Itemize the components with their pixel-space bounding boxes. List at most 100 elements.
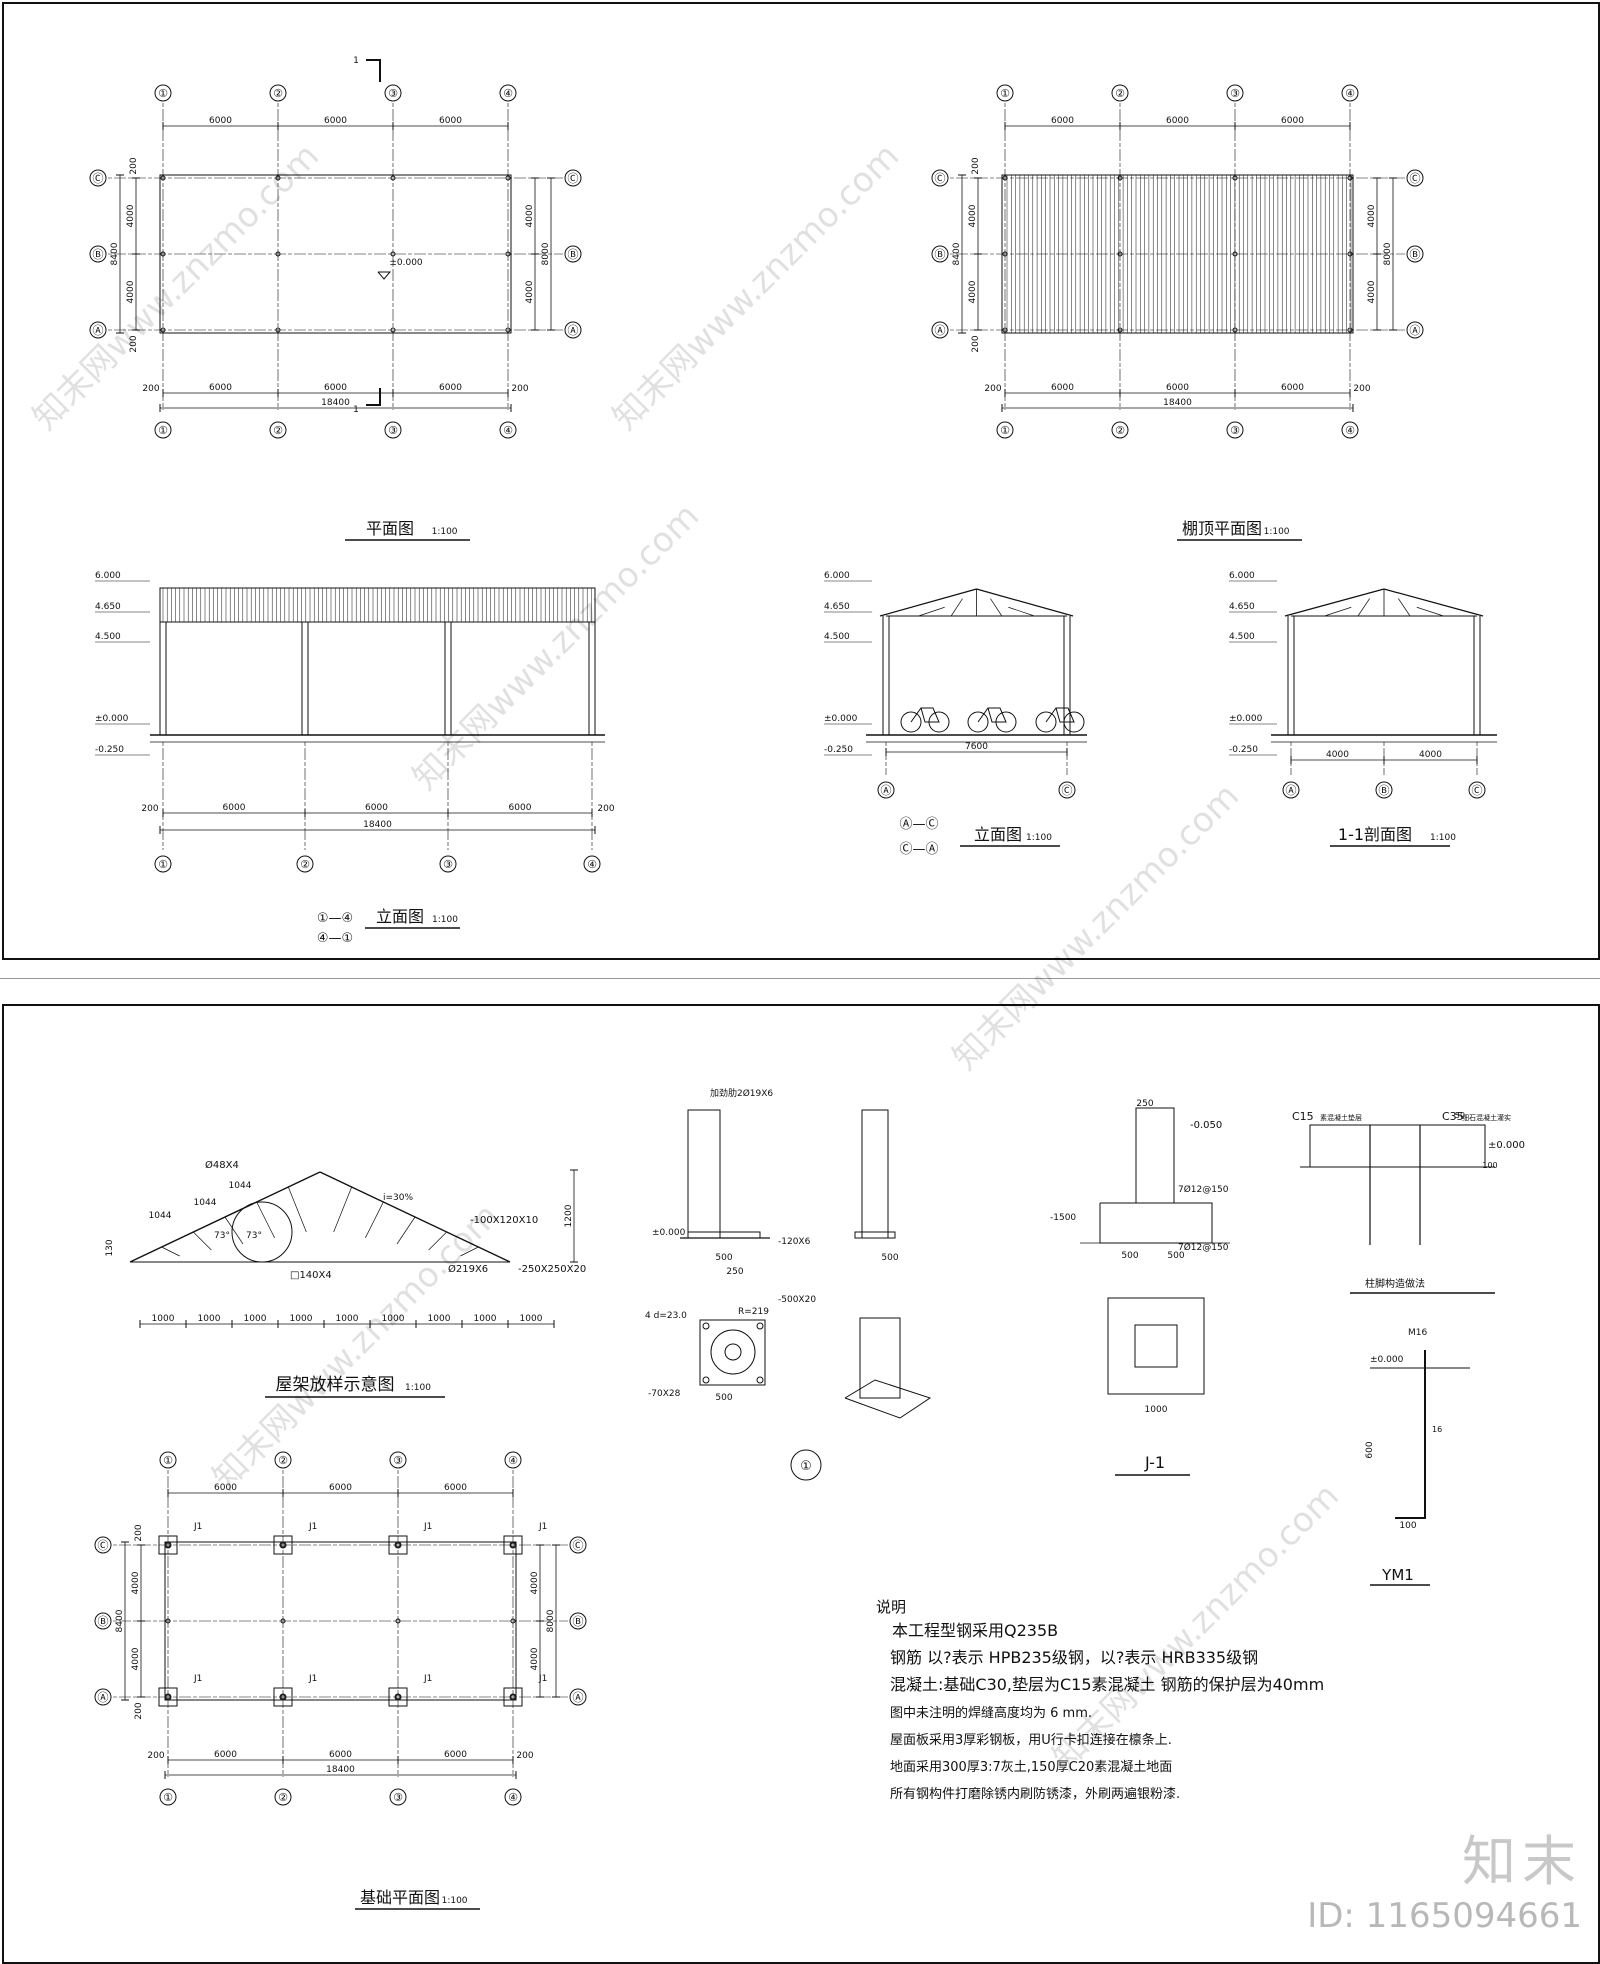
dim-text: 200 [597, 804, 614, 814]
grid-label: ③ [393, 1791, 403, 1804]
sheet-separator [0, 978, 1600, 979]
dim-text: 6000 [1051, 383, 1074, 393]
grid-bubble [1111, 84, 1129, 102]
detail-label: -70X28 [648, 1389, 681, 1399]
grid-bubble [269, 421, 287, 439]
footing-box [273, 1687, 293, 1707]
grid-bubble [931, 245, 949, 263]
dim-text: 4000 [1326, 750, 1349, 760]
grid-label: ③ [1230, 424, 1240, 437]
column-dot [165, 1694, 171, 1700]
dim-text: 18400 [321, 398, 350, 408]
level-text: ±0.000 [1370, 1355, 1404, 1365]
grid-label: Ⓐ [98, 1691, 109, 1704]
dim-text: 1000 [382, 1314, 405, 1324]
footing-box [388, 1535, 408, 1555]
grid-label: ② [278, 1791, 288, 1804]
dim-text: 200 [147, 1751, 164, 1761]
grid-label: ① [158, 858, 168, 871]
column-dot [1347, 327, 1353, 333]
detail-label: 加劲肋2Ø19X6 [710, 1087, 773, 1099]
slab-section [1309, 1124, 1486, 1168]
dim-text: 200 [516, 1751, 533, 1761]
column-mark [164, 1693, 172, 1701]
footing-tag: J1 [538, 1522, 547, 1532]
truss-web [396, 1216, 416, 1245]
drawing-scale: 1:100 [405, 1383, 431, 1393]
column-dot [505, 327, 511, 333]
drawing-scale: 1:100 [1264, 527, 1290, 537]
drawing-title: YM1 [1381, 1566, 1414, 1584]
dim-text: 200 [1353, 384, 1370, 394]
truss-label: Ø219X6 [448, 1263, 488, 1275]
drawing-scale: 1:100 [1026, 833, 1052, 843]
dim-text: 200 [511, 384, 528, 394]
grid-label: Ⓐ [93, 324, 104, 337]
concrete-label: C15 [1292, 1110, 1314, 1123]
grid-label: ② [273, 87, 283, 100]
grid-bubble [1341, 84, 1359, 102]
section-mark: 1 [353, 405, 359, 415]
column-dot [1002, 251, 1008, 257]
dim-text: 6000 [439, 116, 462, 126]
dim-text: 1044 [229, 1181, 252, 1191]
grid-label: ③ [443, 858, 453, 871]
column-dot [165, 1542, 171, 1548]
watermark-id: ID: 1165094661 [1307, 1896, 1582, 1936]
column-dot [1002, 175, 1008, 181]
truss-web [224, 1216, 244, 1245]
base-plate [687, 1231, 761, 1239]
grid-label: ① [158, 424, 168, 437]
dim-text: 4000 [1367, 280, 1377, 303]
dim-text: 6000 [1166, 383, 1189, 393]
concrete-label: 素混凝土垫层 [1320, 1113, 1362, 1122]
truss-web [1416, 606, 1444, 617]
plan-outline [159, 174, 512, 334]
grid-label: Ⓒ [935, 172, 946, 185]
dim-text: 4000 [525, 280, 535, 303]
grid-label: Ⓒ [1410, 172, 1421, 185]
grid-bubble [154, 855, 172, 873]
dim-text: 6000 [214, 1750, 237, 1760]
dim-text: 250 [726, 1267, 743, 1277]
column-mark [279, 1541, 287, 1549]
notes-line: 混凝土:基础C30,垫层为C15素混凝土 钢筋的保护层为40mm [890, 1675, 1324, 1694]
plate-plan [699, 1319, 766, 1386]
dim-text: 1200 [564, 1204, 574, 1227]
dim-text: 7600 [965, 742, 988, 752]
truss-web [333, 1186, 352, 1233]
dim-text: 500 [1167, 1251, 1184, 1261]
grid-bubble [1406, 169, 1424, 187]
grid-label: Ⓐ [881, 784, 892, 797]
grid-bubble [94, 1612, 112, 1630]
drawing-title: 柱脚构造做法 [1365, 1277, 1425, 1290]
column-dot [275, 251, 281, 257]
dim-text: 4000 [530, 1647, 540, 1670]
grid-bubble [504, 1451, 522, 1469]
detail-label: -500X20 [778, 1295, 816, 1305]
grid-label: ② [273, 424, 283, 437]
column-inner [724, 1343, 742, 1361]
column-dot [510, 1542, 516, 1548]
grid-bubble [996, 421, 1014, 439]
drawing-sheet-bottom [2, 1004, 1600, 1964]
dim-text: 6000 [214, 1483, 237, 1493]
grid-bubble [94, 1536, 112, 1554]
dim-text: 8400 [110, 242, 120, 265]
truss-web [428, 1231, 447, 1251]
grid-label: Ⓑ [98, 1615, 109, 1628]
grid-bubble [439, 855, 457, 873]
dim-text: 8000 [541, 242, 551, 265]
concrete-label: C35 [1442, 1110, 1464, 1123]
column-dot [280, 1694, 286, 1700]
grid-bubble [499, 84, 517, 102]
drawing-title: 平面图 [366, 519, 414, 538]
column-dot [275, 175, 281, 181]
grid-label: Ⓒ [568, 172, 579, 185]
bicycle-frame [977, 707, 1007, 723]
anchor-hole [702, 1376, 710, 1384]
grid-label: Ⓐ [1286, 784, 1297, 797]
drawing-scale: 1:100 [432, 915, 458, 925]
rebar-label: 7Ø12@150 [1178, 1184, 1229, 1195]
footing-box [158, 1687, 178, 1707]
